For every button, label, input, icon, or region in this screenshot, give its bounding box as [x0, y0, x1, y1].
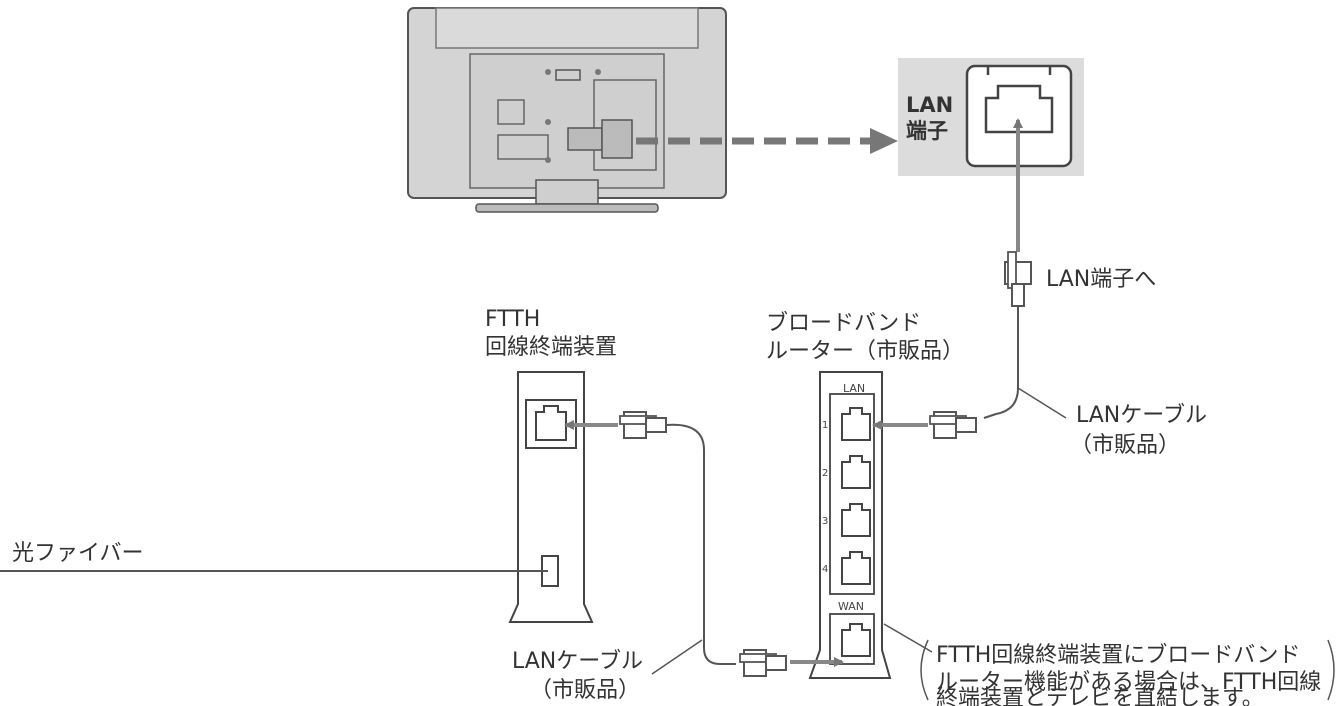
lan-connector-router [929, 411, 977, 439]
leader-note [883, 623, 933, 653]
note-line-2: ルーター機能がある場合は、FTTH回線 [936, 670, 1321, 695]
router-port-3-icon [841, 503, 871, 537]
lan-terminal-label-2: 端子 [906, 119, 948, 143]
tv-rear-illustration [407, 7, 727, 213]
router-port-4-icon [841, 551, 871, 585]
broadband-router: LAN 1 2 3 4 WAN [808, 371, 892, 679]
cable-left-label-2: （市販品） [530, 678, 640, 703]
router-lan-header: LAN [843, 382, 865, 395]
connector-label: LAN端子へ [1046, 267, 1156, 292]
router-port-num-3: 3 [822, 516, 828, 527]
lan-connector-vertical [1004, 251, 1032, 307]
router-port-2-icon [841, 455, 871, 489]
note-line-1: FTTH回線終端装置にブロードバンド [936, 643, 1300, 668]
router-label-2: ルーター（市販品） [766, 339, 964, 364]
lan-connector-ftth [619, 411, 667, 439]
router-wan-port-icon [841, 623, 871, 657]
lan-cable-left [665, 423, 736, 665]
router-port-1-icon [841, 407, 871, 441]
router-port-num-2: 2 [822, 468, 828, 479]
cable-right-label-2: （市販品） [1070, 433, 1180, 458]
ftth-label-2: 回線終端装置 [485, 335, 617, 360]
router-port-num-1: 1 [822, 420, 828, 431]
dashed-arrow-head [870, 128, 898, 154]
ftth-lan-port-icon [535, 405, 567, 441]
fiber-label: 光ファイバー [12, 541, 144, 566]
lan-jack-icon [984, 84, 1054, 134]
note-line-3: 終端装置とテレビを直結します。 [936, 686, 1264, 706]
ftth-label-1: FTTH [485, 307, 540, 332]
ftth-device [508, 371, 594, 623]
lan-terminal-label-1: LAN [906, 93, 953, 117]
note-paren-left [920, 639, 929, 701]
lan-cable-right [983, 306, 1019, 419]
leader-cable-left [651, 639, 703, 675]
router-port-num-4: 4 [822, 564, 828, 575]
router-wan-label: WAN [838, 600, 864, 613]
leader-cable-right [1017, 387, 1067, 419]
cable-left-label-1: LANケーブル [512, 649, 643, 674]
lan-connector-wan [739, 649, 787, 677]
router-label-1: ブロードバンド [766, 311, 921, 336]
lan-terminal-panel: LAN 端子 [898, 58, 1084, 176]
cable-right-label-1: LANケーブル [1076, 403, 1207, 428]
note-paren-right [1327, 639, 1335, 701]
